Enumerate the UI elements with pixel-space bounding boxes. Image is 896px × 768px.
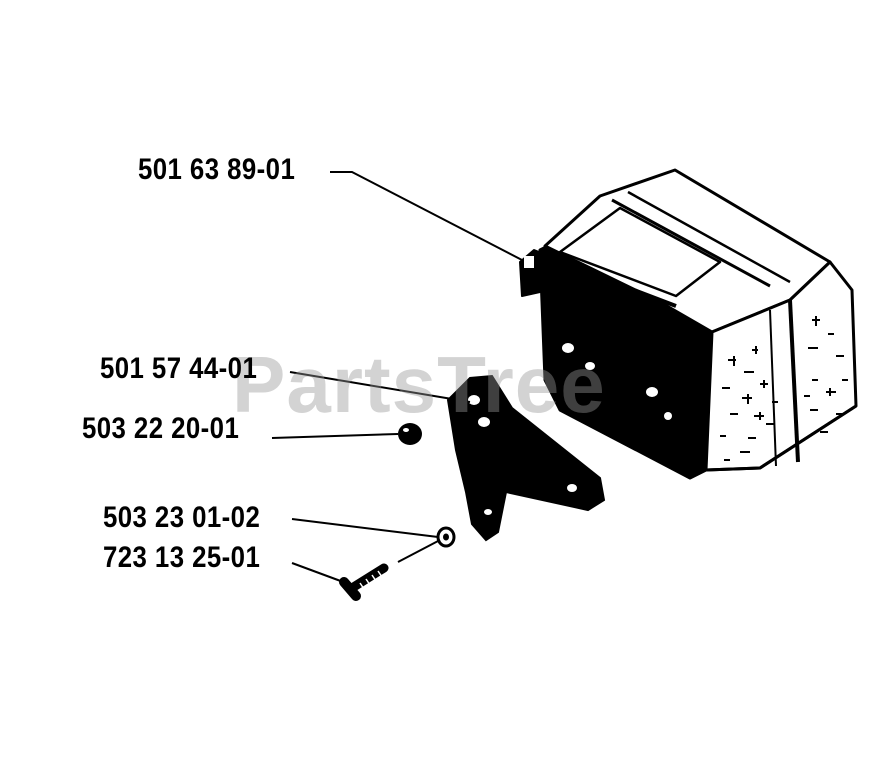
- part-label-washer[interactable]: 503 23 01-02: [103, 501, 261, 534]
- leader-line-503-22-20-01: [271, 433, 399, 439]
- part-label-nut[interactable]: 503 22 20-01: [82, 412, 240, 445]
- bracket-plate: [446, 374, 606, 542]
- bracket: [446, 374, 606, 542]
- leader-line-723-13-25-01: [291, 562, 347, 584]
- nut: [398, 423, 422, 445]
- muffler-texture: [720, 316, 848, 461]
- leader-lines: [271, 171, 523, 584]
- part-label-bracket[interactable]: 501 57 44-01: [100, 352, 258, 385]
- screw: [339, 563, 389, 601]
- leader-line-501-57-44-01: [289, 371, 471, 403]
- leader-line-503-23-01-02: [291, 518, 439, 538]
- leader-line-screw-axis: [397, 539, 441, 563]
- part-label-screw[interactable]: 723 13 25-01: [103, 541, 261, 574]
- washer: [436, 526, 456, 548]
- muffler-assembly: [519, 168, 858, 480]
- part-label-muffler[interactable]: 501 63 89-01: [138, 153, 296, 186]
- leader-line-501-63-89-01: [330, 171, 523, 261]
